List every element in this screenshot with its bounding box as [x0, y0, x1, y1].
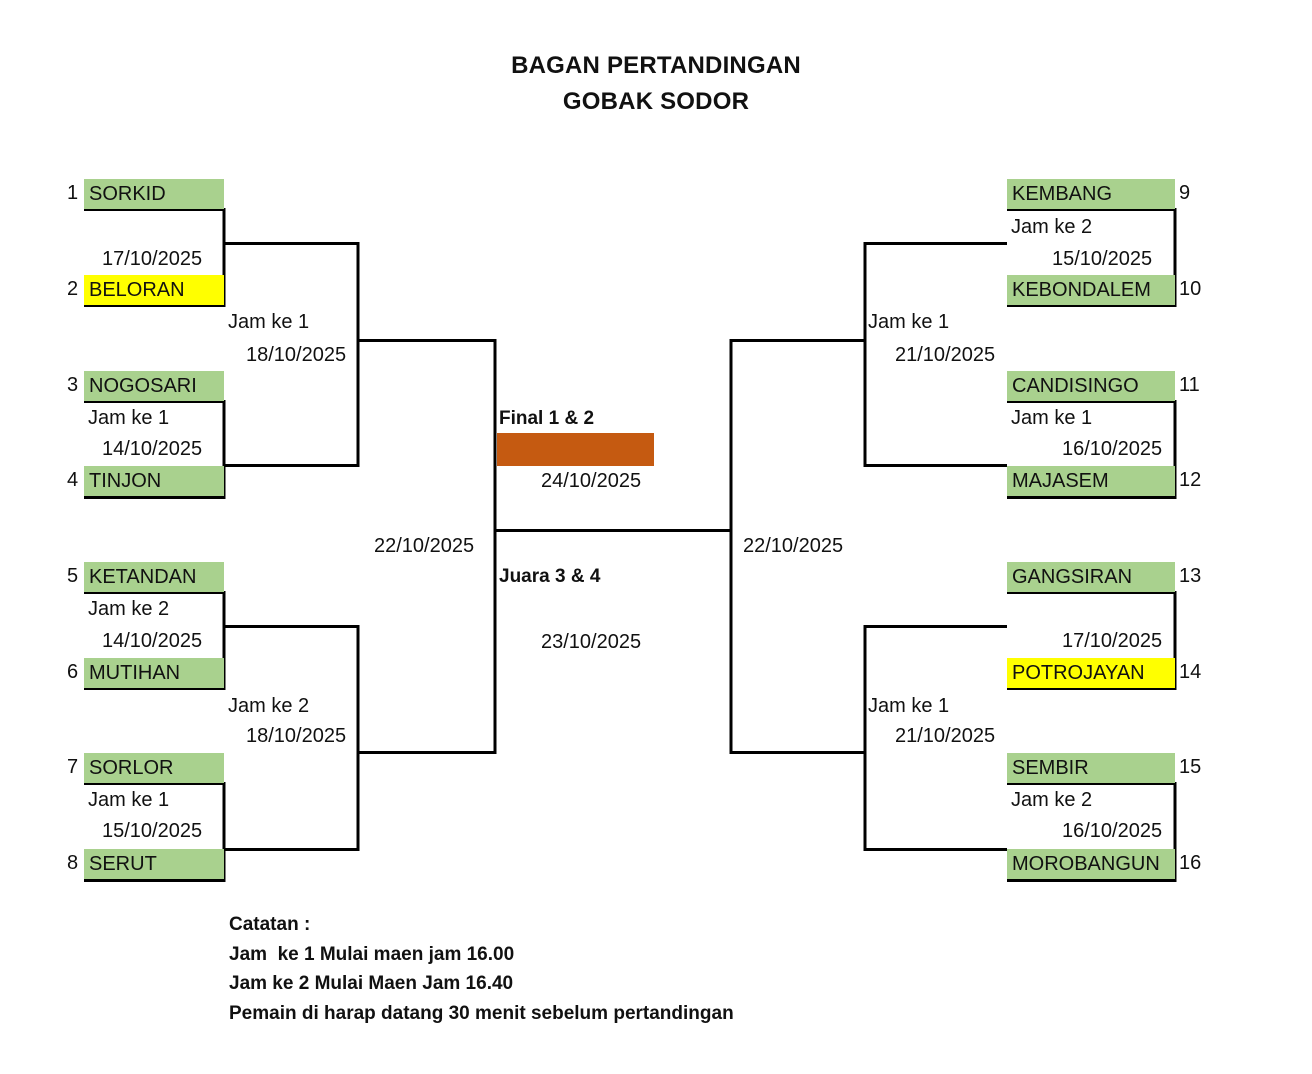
team-box: SORKID [84, 179, 224, 209]
match-date: 21/10/2025 [895, 725, 996, 747]
match-date: 14/10/2025 [102, 630, 203, 652]
match-slot: Jam ke 2 [1011, 216, 1093, 238]
third-place-date: 23/10/2025 [541, 631, 642, 653]
left-r1-connector-1 [84, 208, 226, 307]
notes-line: Jam ke 2 Mulai Maen Jam 16.40 [229, 973, 514, 994]
match-slot: Jam ke 1 [1011, 407, 1093, 429]
match-slot: Jam ke 1 [88, 789, 170, 811]
semifinal-date-left: 22/10/2025 [374, 535, 475, 557]
match-slot: Jam ke 1 [88, 407, 170, 429]
right-r1-connector-1 [1007, 208, 1177, 307]
team-box: GANGSIRAN [1007, 562, 1175, 592]
seed-number: 9 [1179, 182, 1191, 204]
match-slot: Jam ke 2 [228, 695, 310, 717]
seed-number: 4 [67, 469, 79, 491]
match-date: 17/10/2025 [102, 248, 203, 270]
team-box: KEMBANG [1007, 179, 1175, 209]
right-r2-connector-2a [863, 625, 1007, 753]
page-title: BAGAN PERTANDINGAN [511, 52, 801, 79]
seed-number: 14 [1179, 661, 1202, 683]
match-slot: Jam ke 1 [228, 311, 310, 333]
team-box: NOGOSARI [84, 371, 224, 401]
match-slot: Jam ke 2 [1011, 789, 1093, 811]
seed-number: 1 [67, 182, 79, 204]
team-box: POTROJAYAN [1007, 658, 1175, 688]
match-date: 21/10/2025 [895, 344, 996, 366]
right-r2-connector-2b [863, 752, 1007, 851]
seed-number: 5 [67, 565, 79, 587]
left-r2-connector-2 [224, 625, 360, 851]
final-bar [497, 433, 654, 466]
team-box: TINJON [84, 466, 224, 496]
match-slot: Jam ke 1 [868, 695, 950, 717]
seed-number: 15 [1179, 756, 1202, 778]
team-box: BELORAN [84, 275, 224, 305]
match-date: 16/10/2025 [1062, 820, 1163, 842]
notes-line: Jam ke 1 Mulai maen jam 16.00 [229, 944, 515, 965]
semifinal-date-right: 22/10/2025 [743, 535, 844, 557]
team-box: MOROBANGUN [1007, 849, 1175, 879]
right-r3-connector [729, 339, 865, 754]
right-r1-connector-2 [1007, 400, 1177, 499]
left-r2-connector-1 [224, 242, 360, 467]
third-place-label: Juara 3 & 4 [499, 566, 601, 587]
right-r2-connector-1 [863, 242, 1007, 467]
seed-number: 16 [1179, 852, 1202, 874]
seed-number: 7 [67, 756, 79, 778]
team-box: MUTIHAN [84, 658, 224, 688]
right-r1-connector-4 [1007, 782, 1177, 882]
team-box: CANDISINGO [1007, 371, 1175, 401]
team-box: SORLOR [84, 753, 224, 783]
final-label: Final 1 & 2 [499, 408, 595, 429]
seed-number: 8 [67, 852, 79, 874]
left-r1-connector-3 [84, 591, 226, 690]
final-date: 24/10/2025 [541, 470, 642, 492]
match-date: 18/10/2025 [246, 725, 347, 747]
left-r1-connector-4 [84, 782, 226, 882]
seed-number: 12 [1179, 469, 1202, 491]
match-date: 17/10/2025 [1062, 630, 1163, 652]
seed-number: 10 [1179, 278, 1202, 300]
match-date: 15/10/2025 [1052, 248, 1153, 270]
notes-line: Pemain di harap datang 30 menit sebelum … [229, 1003, 734, 1024]
left-r3-connector [358, 339, 497, 754]
team-box: KETANDAN [84, 562, 224, 592]
team-box: MAJASEM [1007, 466, 1175, 496]
seed-number: 3 [67, 374, 79, 396]
match-date: 14/10/2025 [102, 438, 203, 460]
match-date: 15/10/2025 [102, 820, 203, 842]
left-r1-connector-2 [84, 400, 226, 499]
seed-number: 6 [67, 661, 79, 683]
match-slot: Jam ke 2 [88, 598, 170, 620]
seed-number: 13 [1179, 565, 1202, 587]
match-date: 16/10/2025 [1062, 438, 1163, 460]
team-box: SERUT [84, 849, 224, 879]
right-r1-connector-3 [1007, 591, 1177, 690]
match-slot: Jam ke 1 [868, 311, 950, 333]
team-box: KEBONDALEM [1007, 275, 1175, 305]
seed-number: 2 [67, 278, 79, 300]
seed-number: 11 [1179, 374, 1200, 396]
team-box: SEMBIR [1007, 753, 1175, 783]
notes-heading: Catatan : [229, 914, 311, 935]
match-date: 18/10/2025 [246, 344, 347, 366]
page-subtitle: GOBAK SODOR [562, 88, 750, 115]
